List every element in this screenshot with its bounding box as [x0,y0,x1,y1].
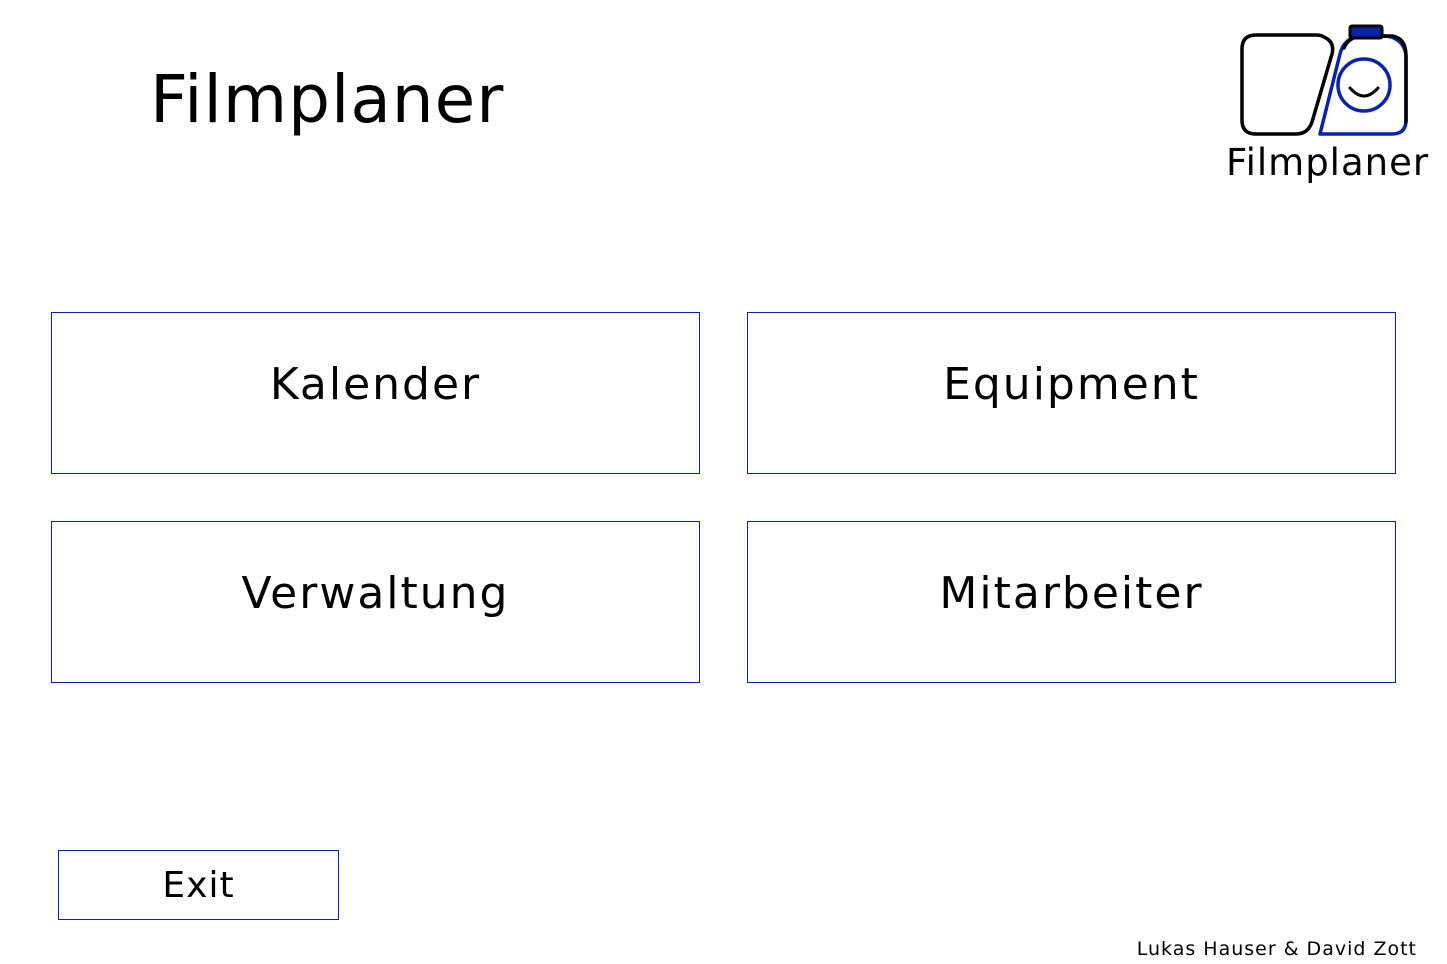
credits-text: Lukas Hauser & David Zott [1136,938,1417,960]
camera-logo-icon [1240,24,1408,136]
kalender-button-label: Kalender [269,358,482,410]
equipment-button-label: Equipment [943,358,1200,410]
mitarbeiter-button[interactable]: Mitarbeiter [747,521,1396,683]
exit-button[interactable]: Exit [58,850,339,920]
exit-button-label: Exit [162,864,235,906]
app-logo: Filmplaner [1222,18,1428,190]
equipment-button[interactable]: Equipment [747,312,1396,474]
kalender-button[interactable]: Kalender [51,312,700,474]
verwaltung-button[interactable]: Verwaltung [51,521,700,683]
verwaltung-button-label: Verwaltung [241,567,510,619]
mitarbeiter-button-label: Mitarbeiter [939,567,1204,619]
page-title: Filmplaner [150,61,505,138]
logo-text: Filmplaner [1226,141,1430,184]
